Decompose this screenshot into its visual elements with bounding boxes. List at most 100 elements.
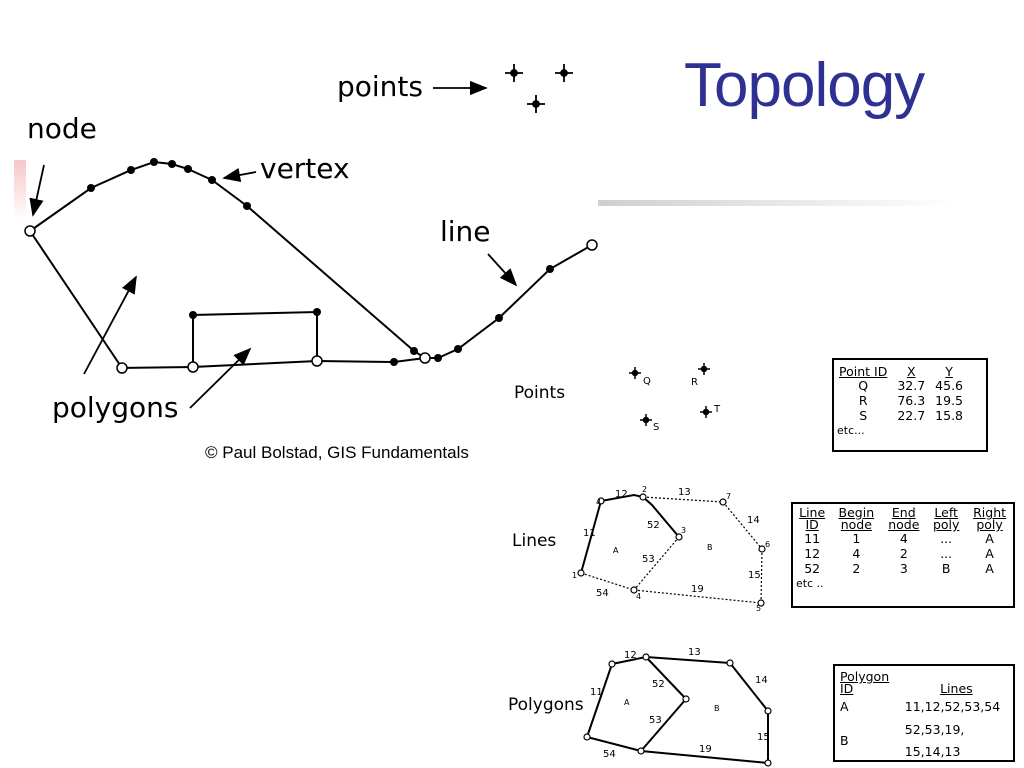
label-arrows bbox=[29, 80, 518, 409]
table-cell: 2 bbox=[852, 561, 861, 576]
table-cell: Q bbox=[858, 378, 869, 393]
poly-line-13 bbox=[645, 656, 731, 664]
poly-line-11 bbox=[586, 663, 613, 738]
table-row: 52 2 3 B A bbox=[793, 561, 1013, 576]
table-header: Left poly bbox=[932, 505, 960, 532]
table-cell: 11 bbox=[804, 531, 821, 546]
polys-line-53: 53 bbox=[649, 715, 662, 726]
lines-panel-label: Lines bbox=[512, 531, 557, 551]
line-attribute-table: Line ID Begin node End node Left poly Ri… bbox=[791, 502, 1015, 608]
point-label-t: T bbox=[713, 404, 721, 415]
table-header: Y bbox=[945, 364, 953, 379]
line-53 bbox=[633, 536, 680, 591]
lines-node-5: 5 bbox=[756, 604, 761, 613]
table-cell: ... bbox=[940, 531, 953, 546]
table-cell: S bbox=[859, 408, 868, 423]
table-row: etc... bbox=[834, 423, 968, 438]
slide-title: Topology bbox=[684, 51, 925, 120]
table-cell: 22.7 bbox=[897, 408, 926, 423]
lines-poly-a: A bbox=[613, 546, 619, 555]
polys-poly-a: A bbox=[624, 698, 630, 707]
points-label: points bbox=[337, 70, 423, 103]
point-label-q: Q bbox=[643, 376, 651, 387]
main-sketch bbox=[29, 160, 593, 369]
line-54 bbox=[580, 572, 635, 591]
table-header: Polygon ID bbox=[840, 669, 890, 696]
vertex-label: vertex bbox=[260, 152, 350, 185]
polygon-attribute-table: Polygon ID Lines A 11,12,52,53,54 B 52,5… bbox=[833, 664, 1015, 762]
table-cell: B bbox=[941, 561, 951, 576]
lines-line-54: 54 bbox=[596, 588, 609, 599]
point-t bbox=[700, 406, 712, 418]
polys-line-52: 52 bbox=[652, 679, 665, 690]
main-nodes bbox=[24, 225, 598, 374]
line-13 bbox=[642, 496, 724, 503]
table-row: R 76.3 19.5 bbox=[834, 393, 968, 408]
table-row: S 22.7 15.8 bbox=[834, 408, 968, 423]
table-cell: 2 bbox=[899, 546, 908, 561]
polys-line-19: 19 bbox=[699, 744, 712, 755]
table-cell: R bbox=[858, 393, 868, 408]
polys-poly-b: B bbox=[714, 704, 720, 713]
point-label-r: R bbox=[691, 377, 698, 388]
line-15 bbox=[760, 548, 763, 604]
table-cell: 45.6 bbox=[935, 378, 964, 393]
point-r bbox=[698, 363, 710, 375]
lines-node-1: 1 bbox=[572, 571, 577, 580]
polygons-panel-nodes bbox=[583, 653, 772, 767]
points-panel-symbols bbox=[629, 363, 712, 426]
table-row: Q 32.7 45.6 bbox=[834, 378, 968, 393]
table-row: etc .. bbox=[793, 576, 1013, 591]
table-cell: 3 bbox=[899, 561, 908, 576]
lines-line-12: 12 bbox=[615, 489, 628, 500]
point-label-s: S bbox=[653, 422, 659, 433]
arc-line bbox=[425, 244, 593, 359]
node-arrow bbox=[29, 164, 45, 217]
line-label: line bbox=[440, 215, 491, 248]
poly-line-53 bbox=[640, 698, 687, 752]
arc-left bbox=[29, 230, 123, 369]
lines-line-53: 53 bbox=[642, 554, 655, 565]
table-header-row: Line ID Begin node End node Left poly Ri… bbox=[793, 505, 1013, 532]
arc-rect bbox=[192, 310, 318, 367]
table-cell: 1 bbox=[852, 531, 861, 546]
table-row: 12 4 2 ... A bbox=[793, 546, 1013, 561]
lines-node-2: 2 bbox=[642, 485, 647, 494]
lines-line-14: 14 bbox=[747, 515, 760, 526]
polygons-arrow-1 bbox=[83, 275, 137, 375]
table-row: A 11,12,52,53,54 bbox=[835, 695, 1013, 719]
lines-panel-nodes bbox=[577, 493, 766, 607]
lines-node-7: 7 bbox=[726, 492, 731, 501]
table-etc: etc .. bbox=[796, 577, 824, 590]
table-header: Begin node bbox=[838, 505, 875, 532]
table-etc: etc... bbox=[837, 424, 865, 437]
table-header-row: Polygon ID Lines bbox=[835, 669, 1013, 696]
point-symbol bbox=[527, 95, 545, 113]
lines-poly-b: B bbox=[707, 543, 713, 552]
lines-line-13: 13 bbox=[678, 487, 691, 498]
table-cell: ... bbox=[940, 546, 953, 561]
table-cell: 12 bbox=[804, 546, 821, 561]
polys-line-15: 15 bbox=[757, 732, 770, 743]
points-panel-label: Points bbox=[514, 383, 566, 403]
table-cell: 76.3 bbox=[897, 393, 926, 408]
table-header: Line ID bbox=[799, 505, 826, 532]
line-19 bbox=[633, 589, 762, 604]
polygons-panel-label: Polygons bbox=[508, 695, 584, 715]
table-header: Point ID bbox=[839, 364, 888, 379]
lines-node-4b: 4 bbox=[636, 592, 641, 601]
table-cell: 4 bbox=[852, 546, 861, 561]
polys-line-11: 11 bbox=[590, 687, 603, 698]
vertex-arrow bbox=[222, 167, 257, 183]
table-cell: 15.8 bbox=[935, 408, 964, 423]
table-cell: A bbox=[985, 531, 994, 546]
lines-node-4: 4 bbox=[596, 498, 601, 507]
lines-node-3: 3 bbox=[681, 526, 686, 535]
point-attribute-table: Point ID X Y Q 32.7 45.6 R 76.3 19.5 S 2… bbox=[832, 358, 988, 452]
table-header-row: Point ID X Y bbox=[834, 364, 968, 379]
table-row: 11 1 4 ... A bbox=[793, 531, 1013, 546]
polys-line-12: 12 bbox=[624, 650, 637, 661]
polygons-arrow-2 bbox=[189, 347, 252, 409]
left-accent-bar bbox=[14, 160, 26, 220]
